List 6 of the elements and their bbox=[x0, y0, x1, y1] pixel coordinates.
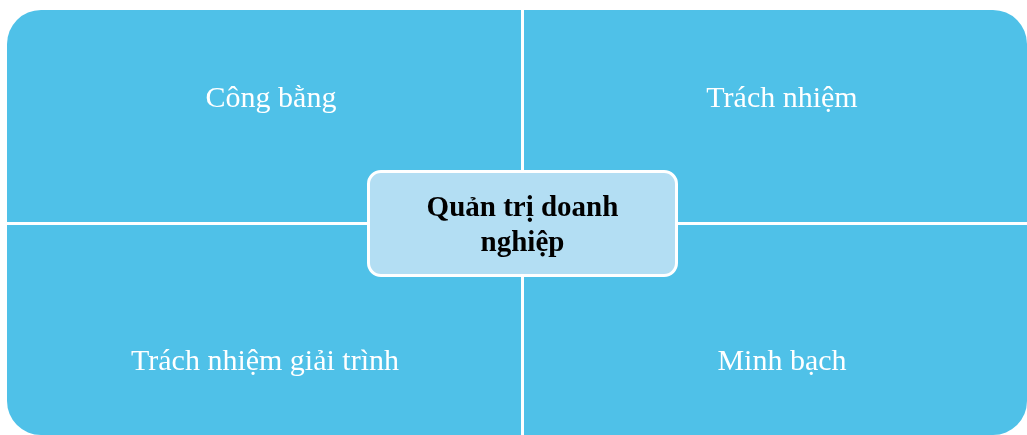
node-label: Trách nhiệm bbox=[706, 80, 858, 114]
center-box bbox=[367, 170, 678, 277]
node-label: Công bằng bbox=[205, 80, 337, 114]
node-label: Trách nhiệm giải trình bbox=[131, 343, 399, 377]
node-label: Quản trị doanh nghiệp bbox=[425, 188, 620, 259]
node-label: Minh bạch bbox=[717, 343, 847, 377]
